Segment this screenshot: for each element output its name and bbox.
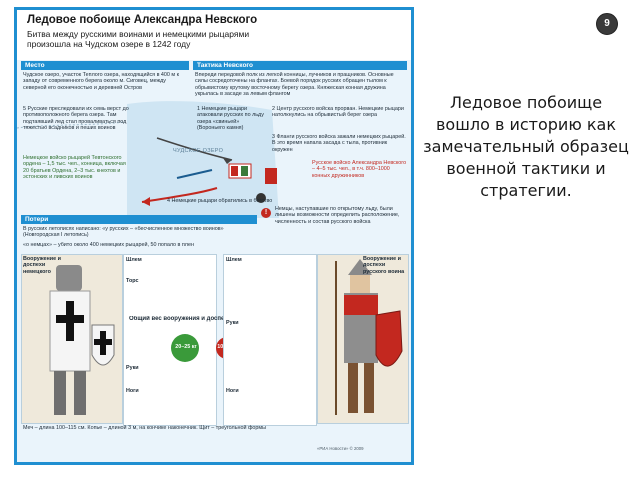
weight-header: Общий вес вооружения и доспехов <box>129 316 235 322</box>
losses-text-1: В русских летописях написано: «у русских… <box>23 226 224 239</box>
losses-text-2: «о немцах» – убито около 400 немецких ры… <box>23 242 194 248</box>
slide-main-text: Ледовое побоище вошло в историю как заме… <box>423 93 629 200</box>
battle-map <box>17 98 411 220</box>
step-2-text: 2 Центр русского войска прорван. Немецки… <box>272 106 404 119</box>
russian-details-box <box>223 254 317 426</box>
hands-label-de: Руки <box>126 365 139 371</box>
torso-label-de: Торс <box>126 278 139 284</box>
german-army-text: Немецкое войско рыцарей Тевтонского орде… <box>23 155 126 181</box>
helmet-label-ru: Шлем <box>226 257 242 263</box>
russian-flag <box>265 168 277 184</box>
german-details-box <box>123 254 217 426</box>
legs-label-de: Ноги <box>126 388 139 394</box>
weapons-text: Меч – длина 100–115 см. Копье – длиной 3… <box>23 425 267 431</box>
russian-warrior-figure <box>317 254 409 424</box>
step-1-text: 1 Немецкие рыцари атаковали русских по л… <box>197 106 264 132</box>
helmet-label-de: Шлем <box>126 257 142 263</box>
russian-army-text: Русское войско Александра Невского – 4–5… <box>312 160 407 179</box>
hands-label-ru: Руки <box>226 320 239 326</box>
step-4-text: 4 Немецкие рыцари обратились в бегство <box>167 198 273 204</box>
german-weight-value: 20–25 кг <box>175 344 197 350</box>
warning-icon: ! <box>261 208 271 218</box>
page-number-badge: 9 <box>596 13 618 35</box>
german-armor-label: Вооружение и доспехи немецкого рыцаря <box>23 256 61 276</box>
losses-header: Потери <box>21 215 257 224</box>
russian-warrior-icon <box>318 255 408 423</box>
infographic-poster: Ледовое побоище Александра Невского Битв… <box>14 7 414 465</box>
poster-header: Ледовое побоище Александра Невского Битв… <box>17 10 411 60</box>
poster-subtitle: Битва между русскими воинами и немецкими… <box>27 29 250 49</box>
page-number: 9 <box>604 18 610 29</box>
warning-text: Немцы, наступавшие по открытому льду, бы… <box>275 206 400 225</box>
german-attack-arrow <box>156 137 233 161</box>
lake-shape <box>127 101 279 218</box>
place-header: Место <box>21 61 189 70</box>
russian-armor-label: Вооружение и доспехи русского воина <box>363 256 405 275</box>
step-5-text: 5 Русские преследовали их семь верст до … <box>23 106 129 132</box>
tactics-text: Впереди передовой полк из легкой конницы… <box>195 72 394 98</box>
place-text: Чудское озеро, участок Теплого озера, на… <box>23 72 179 91</box>
credits: «РИА Новости» © 2009 <box>317 446 364 451</box>
tactics-header: Тактика Невского <box>193 61 407 70</box>
lake-label: ЧУДСКОЕ ОЗЕРО <box>173 148 224 154</box>
poster-title: Ледовое побоище Александра Невского <box>27 14 258 26</box>
legs-label-ru: Ноги <box>226 388 239 394</box>
german-knight-figure <box>21 254 123 424</box>
german-knight-icon <box>22 255 122 423</box>
step-3-text: 3 Фланги русского войска зажали немецких… <box>272 134 406 153</box>
